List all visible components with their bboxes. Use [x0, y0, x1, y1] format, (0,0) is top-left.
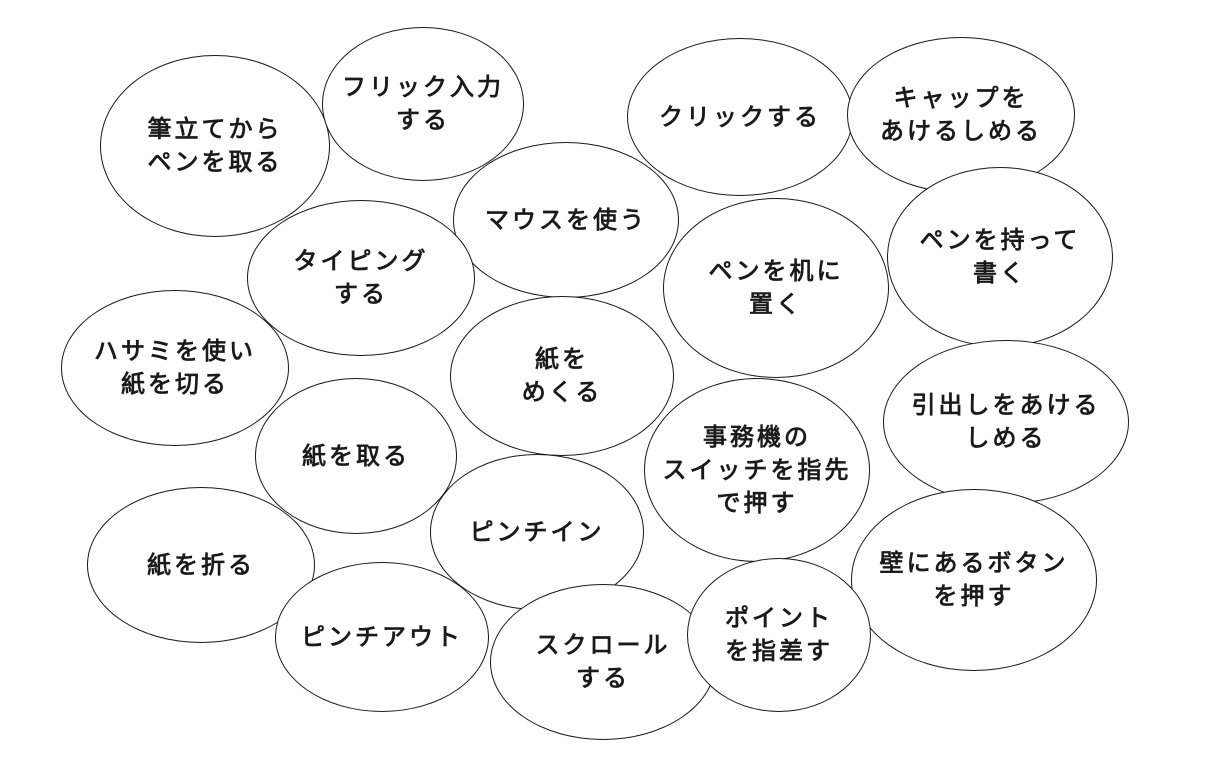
bubble-fold-paper: 紙を折る: [87, 487, 315, 643]
bubble-label: 筆立てから ペンを取る: [147, 115, 283, 176]
bubble-label: ピンチイン: [469, 517, 605, 546]
bubble-wall-button: 壁にあるボタン を押す: [851, 489, 1097, 671]
bubble-label: 引出しをあける しめる: [911, 391, 1101, 452]
bubble-pinch-out: ピンチアウト: [275, 562, 489, 712]
bubble-cap-open-close: キャップを あけるしめる: [847, 37, 1075, 193]
bubble-label: ピンチアウト: [301, 622, 463, 651]
bubble-cut-paper: ハサミを使い 紙を切る: [61, 290, 289, 446]
bubble-label: ハサミを使い 紙を切る: [94, 337, 256, 398]
bubble-pinch-in: ピンチイン: [430, 454, 644, 610]
bubble-label: マウスを使う: [485, 205, 647, 234]
bubble-label: 紙を めくる: [521, 345, 603, 406]
bubble-label: ポイント を指差す: [725, 604, 833, 665]
bubble-write-with-pen: ペンを持って 書く: [887, 167, 1113, 347]
bubble-turn-paper: 紙を めくる: [450, 296, 674, 456]
bubble-take-paper: 紙を取る: [255, 378, 457, 534]
bubble-label: 事務機の スイッチを指先 で押す: [662, 422, 852, 517]
bubble-label: ペンを持って 書く: [919, 226, 1081, 287]
bubble-label: 紙を取る: [302, 441, 410, 470]
bubble-scroll: スクロール する: [490, 584, 716, 740]
bubble-label: ペンを机に 置く: [708, 257, 844, 318]
bubble-label: フリック入力 する: [342, 73, 504, 134]
bubble-typing: タイピング する: [247, 200, 475, 356]
bubble-label: キャップを あけるしめる: [880, 84, 1042, 145]
bubble-drawer-open-close: 引出しをあける しめる: [883, 340, 1129, 504]
bubble-point: ポイント を指差す: [687, 558, 871, 712]
bubble-label: 壁にあるボタン を押す: [879, 549, 1069, 610]
bubble-label: クリックする: [659, 102, 821, 131]
bubble-label: スクロール する: [535, 631, 671, 692]
bubble-click: クリックする: [627, 38, 853, 196]
bubble-label: タイピング する: [293, 247, 429, 308]
bubble-flick-input: フリック入力 する: [322, 27, 524, 181]
bubble-use-mouse: マウスを使う: [453, 142, 679, 298]
bubble-pen-from-stand: 筆立てから ペンを取る: [100, 55, 330, 237]
bubble-pen-on-desk: ペンを机に 置く: [663, 198, 889, 378]
bubble-label: 紙を折る: [147, 550, 255, 579]
bubble-office-switch: 事務機の スイッチを指先 で押す: [644, 378, 870, 562]
